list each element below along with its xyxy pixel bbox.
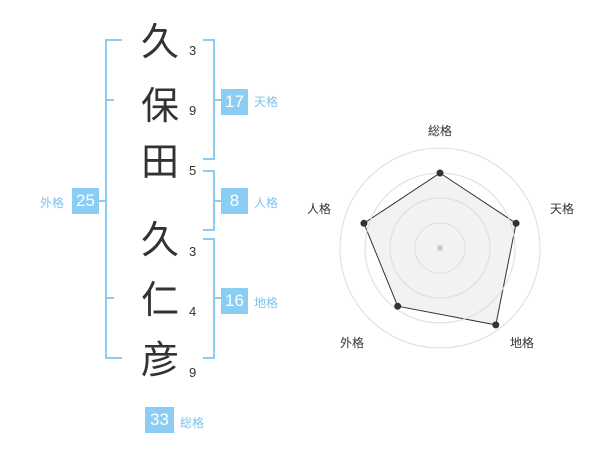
radar-inner-ring bbox=[414, 222, 466, 274]
radar-center-dot bbox=[437, 245, 443, 251]
soukaku-label: 総格 bbox=[180, 416, 205, 430]
soukaku-value: 33 bbox=[145, 407, 174, 433]
radar-inner-ring bbox=[389, 197, 491, 299]
surname-strokes-3: 5 bbox=[189, 163, 197, 178]
given-char-2: 仁 bbox=[140, 278, 179, 322]
chikaku-value: 16 bbox=[221, 288, 248, 314]
radar-label-jinkaku: 人格 bbox=[307, 202, 332, 216]
radar-label-chikaku: 地格 bbox=[510, 336, 535, 350]
radar-point bbox=[436, 169, 444, 177]
surname-char-1: 久 bbox=[140, 20, 179, 64]
surname-char-2: 保 bbox=[140, 84, 179, 128]
gaikaku-label: 外格 bbox=[40, 196, 65, 210]
gaikaku-value: 25 bbox=[72, 188, 99, 214]
tenkaku-label: 天格 bbox=[254, 95, 279, 109]
given-strokes-1: 3 bbox=[189, 244, 197, 259]
chikaku-label: 地格 bbox=[254, 296, 279, 310]
jinkaku-value: 8 bbox=[221, 188, 248, 214]
radar-point bbox=[360, 219, 368, 227]
radar-point bbox=[492, 321, 500, 329]
given-char-1: 久 bbox=[140, 218, 179, 262]
jinkaku-label: 人格 bbox=[254, 196, 279, 210]
given-strokes-3: 9 bbox=[189, 365, 197, 380]
radar-label-tenkaku: 天格 bbox=[550, 202, 575, 216]
radar-point bbox=[394, 302, 402, 310]
radar-points bbox=[360, 169, 520, 329]
radar-point bbox=[512, 219, 520, 227]
given-strokes-2: 4 bbox=[189, 304, 197, 319]
tenkaku-value: 17 bbox=[221, 89, 248, 115]
surname-char-3: 田 bbox=[140, 140, 179, 184]
surname-strokes-1: 3 bbox=[189, 43, 197, 58]
radar-label-soukaku: 総格 bbox=[428, 124, 453, 138]
given-char-3: 彦 bbox=[140, 338, 179, 382]
surname-strokes-2: 9 bbox=[189, 103, 197, 118]
radar-label-gaikaku: 外格 bbox=[340, 336, 365, 350]
